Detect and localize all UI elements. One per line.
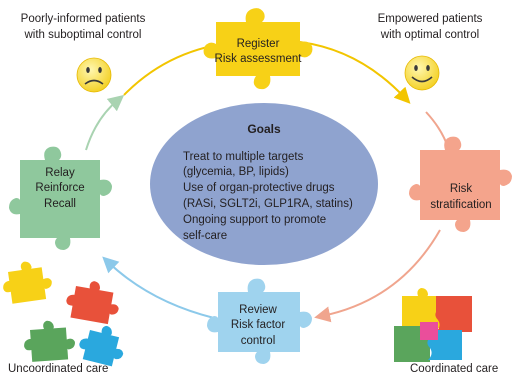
relay-label: Relay [45, 167, 75, 179]
puzzle-piece-icon [3, 261, 52, 304]
puzzle-piece-icon [24, 320, 75, 362]
register-label: Register [237, 38, 280, 50]
poorly-informed-line2: with suboptimal control [24, 29, 142, 41]
coordinated-pieces [394, 288, 472, 362]
goals-title: Goals [247, 122, 281, 136]
puzzle-piece-icon [420, 322, 438, 340]
cycle-arc-top-right [299, 41, 411, 104]
goals-line-6: self-care [183, 230, 227, 242]
puzzle-piece-icon [203, 8, 313, 90]
risk-label: Risk [450, 183, 473, 195]
review-label: Review [239, 304, 277, 316]
puzzle-piece-icon [79, 325, 124, 367]
relay-puzzle-piece: Relay Reinforce Recall [9, 146, 112, 250]
stratification-label: stratification [430, 199, 491, 211]
goals-ellipse [150, 103, 378, 265]
puzzle-piece-icon [435, 296, 472, 332]
uncoordinated-pieces [3, 261, 124, 367]
goals-line-2: (glycemia, BP, lipids) [183, 166, 289, 178]
goals-line-1: Treat to multiple targets [183, 151, 304, 163]
puzzle-piece-icon [66, 281, 119, 325]
cycle-arc-bottom-right [314, 229, 441, 323]
risk-factor-label: Risk factor [231, 319, 285, 331]
empowered-line2: with optimal control [380, 29, 479, 41]
recall-label: Recall [44, 198, 76, 210]
goals-line-4: (RASi, SGLT2i, GLP1RA, statins) [183, 198, 353, 210]
poorly-informed-line1: Poorly-informed patients [21, 13, 146, 25]
review-puzzle-piece: Review Risk factor control [207, 278, 312, 364]
goals-line-5: Ongoing support to promote [183, 214, 326, 226]
cycle-arc-bottom-left [102, 256, 215, 319]
register-puzzle-piece: Register Risk assessment [203, 8, 313, 90]
empowered-line1: Empowered patients [378, 13, 483, 25]
risk-stratification-puzzle-piece: Risk stratification [409, 136, 512, 232]
cycle-arc-left [85, 94, 125, 151]
puzzle-piece-icon [402, 288, 440, 328]
reinforce-label: Reinforce [35, 182, 84, 194]
puzzle-piece-icon [9, 146, 112, 250]
puzzle-piece-icon [207, 278, 312, 364]
smiling-face-icon [404, 55, 440, 91]
uncoordinated-care-label: Uncoordinated care [8, 363, 108, 375]
puzzle-piece-icon [409, 136, 512, 232]
risk-assessment-label: Risk assessment [215, 53, 303, 65]
coordinated-care-label: Coordinated care [410, 363, 498, 375]
control-label: control [241, 335, 276, 347]
frowning-face-icon [76, 57, 112, 93]
goals-line-3: Use of organ-protective drugs [183, 182, 335, 194]
